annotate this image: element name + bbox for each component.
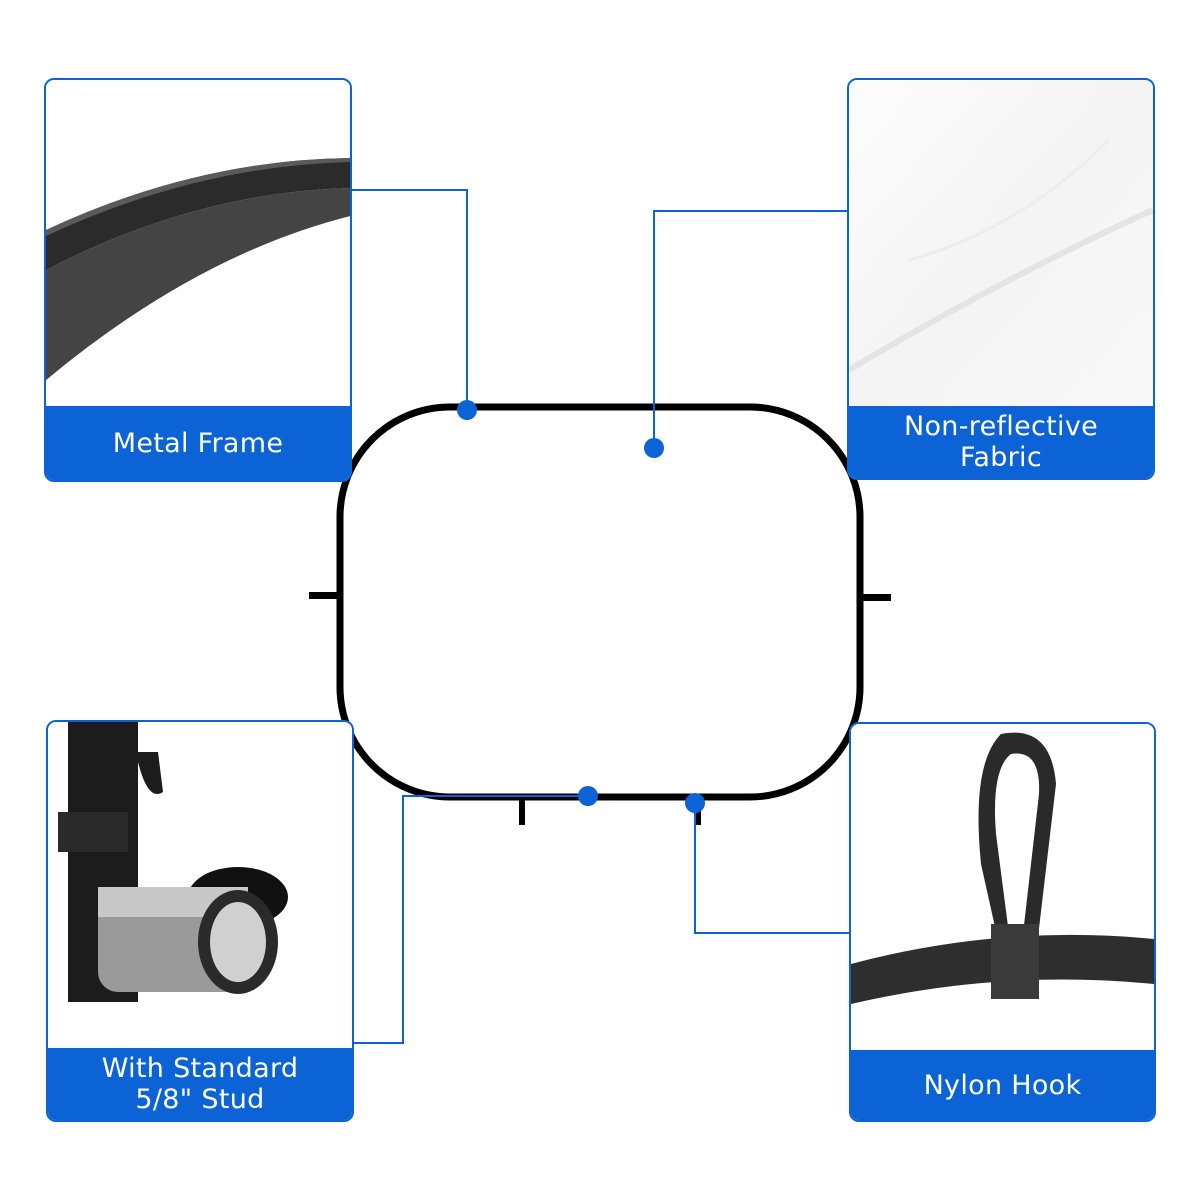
metal-frame-photo (46, 80, 350, 410)
dot-stud (578, 786, 598, 806)
feature-card-metal-frame: Metal Frame (44, 78, 352, 482)
feature-card-hook: Nylon Hook (849, 722, 1156, 1122)
right-tab (860, 594, 891, 601)
dot-metal-frame (457, 400, 477, 420)
bottom-tab-right (695, 797, 701, 825)
leader-fabric (653, 210, 847, 448)
nylon-hook-photo (851, 724, 1154, 1054)
metal-frame-label: Metal Frame (46, 406, 350, 480)
fabric-photo (849, 80, 1153, 410)
leader-metal-frame (352, 189, 468, 410)
dot-hook (685, 793, 705, 813)
bottom-tab-left (519, 797, 525, 825)
backdrop-outline (336, 403, 864, 801)
hook-label: Nylon Hook (851, 1050, 1154, 1120)
fabric-label: Non-reflective Fabric (849, 406, 1153, 478)
feature-card-fabric: Non-reflective Fabric (847, 78, 1155, 480)
leader-stud (354, 795, 588, 1044)
stud-label: With Standard 5/8" Stud (48, 1048, 352, 1120)
left-tab (309, 592, 340, 599)
feature-card-stud: With Standard 5/8" Stud (46, 720, 354, 1122)
dot-fabric (644, 438, 664, 458)
leader-hook (694, 803, 849, 934)
stud-photo (48, 722, 352, 1052)
